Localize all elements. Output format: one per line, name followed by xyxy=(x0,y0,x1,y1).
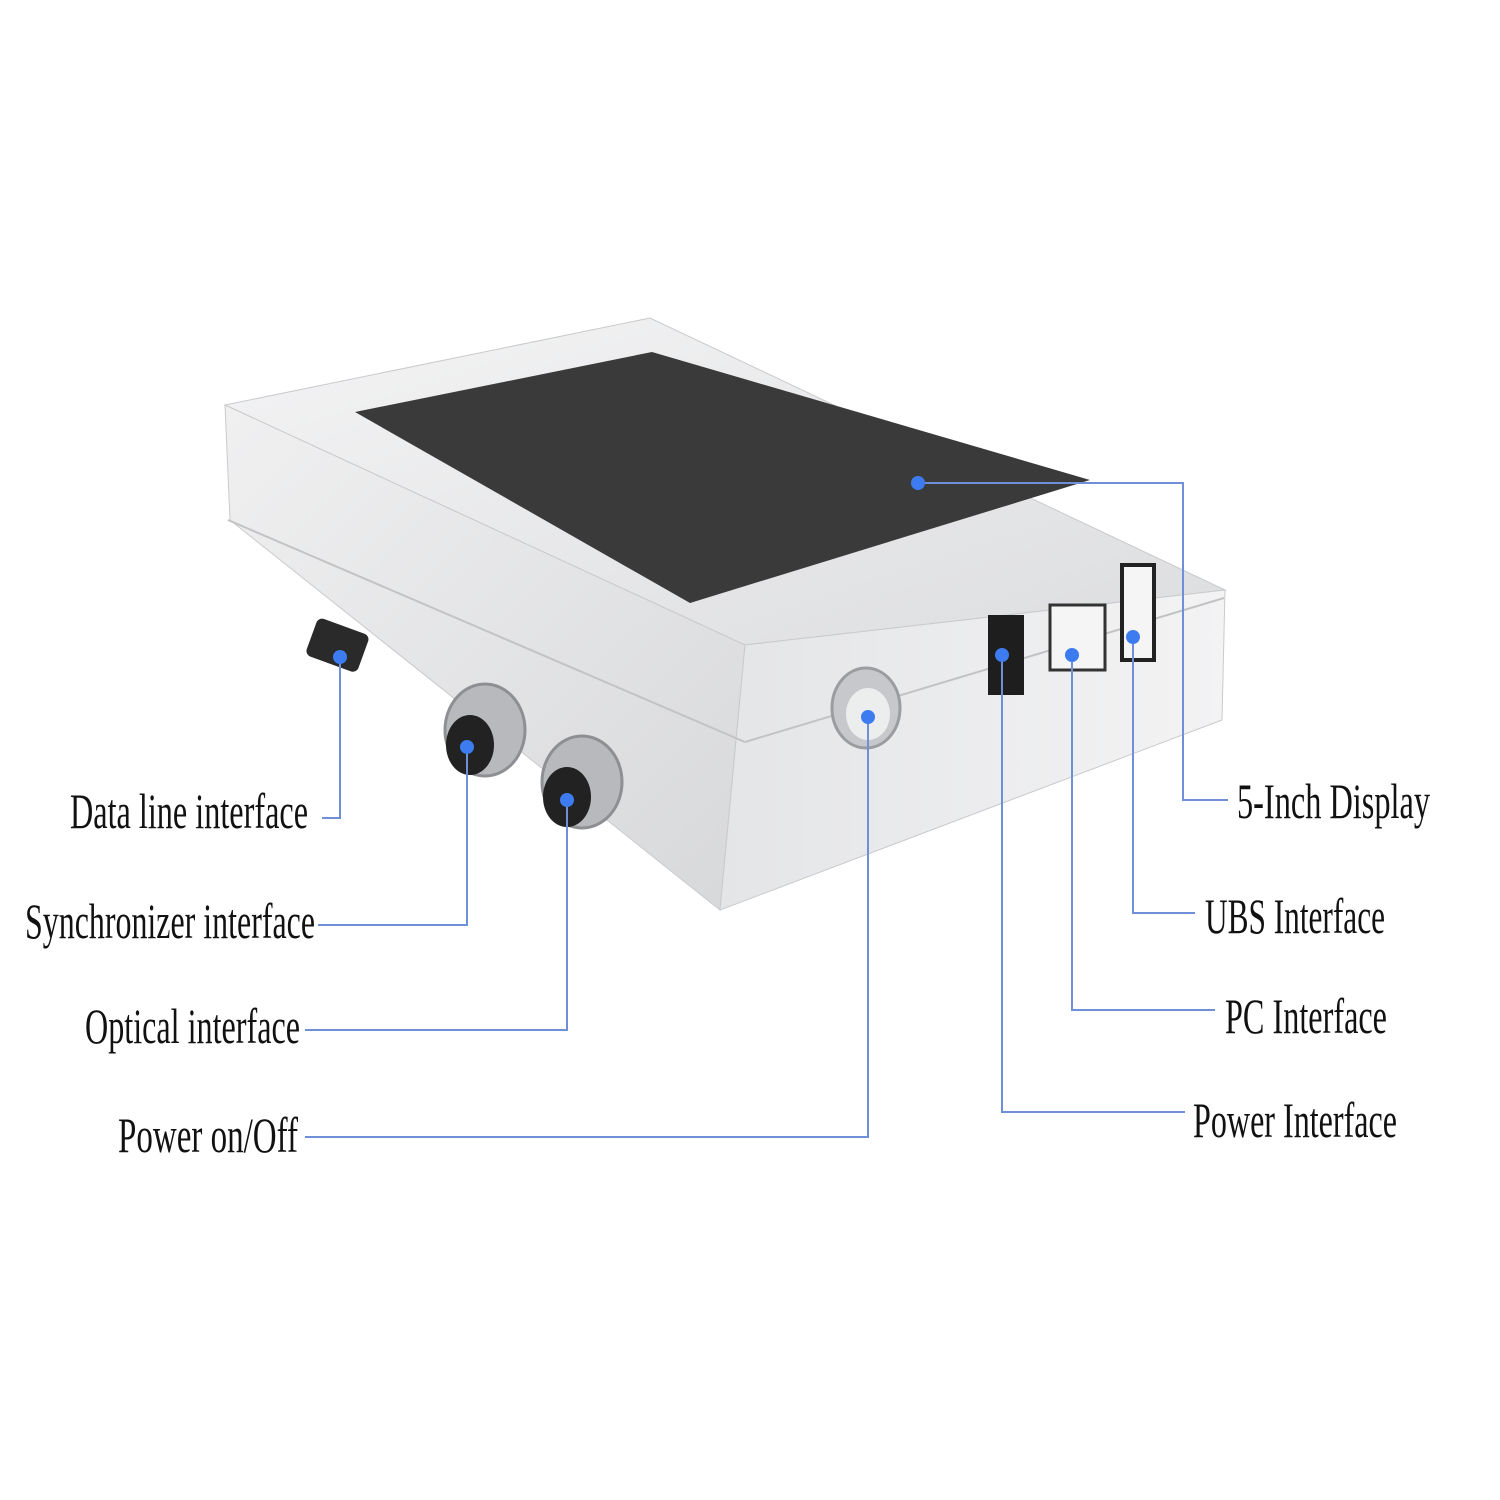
callout-data-line xyxy=(322,650,347,819)
callout-power-interface xyxy=(995,648,1185,1113)
power-button xyxy=(830,666,902,750)
callout-power-switch xyxy=(305,710,875,1138)
label-power-interface: Power Interface xyxy=(1193,1092,1397,1148)
label-power-switch: Power on/Off xyxy=(118,1107,298,1163)
label-usb: UBS Interface xyxy=(1205,888,1385,944)
device-body xyxy=(223,317,1227,911)
synchronizer-connector xyxy=(443,682,527,778)
label-data-line: Data line interface xyxy=(70,783,308,839)
label-display: 5-Inch Display xyxy=(1237,773,1430,829)
display-screen xyxy=(355,352,1090,603)
callout-pc xyxy=(1065,648,1215,1011)
label-synchronizer: Synchronizer interface xyxy=(25,893,315,949)
optical-connector xyxy=(540,734,624,830)
label-optical: Optical interface xyxy=(85,998,300,1054)
callout-usb xyxy=(1126,630,1195,914)
callout-display xyxy=(911,476,1228,801)
callout-synchronizer xyxy=(318,740,474,926)
usb-a-port xyxy=(1120,563,1156,662)
label-pc: PC Interface xyxy=(1225,988,1387,1044)
usb-b-port xyxy=(1048,603,1107,672)
hdmi-port xyxy=(306,618,369,672)
callout-optical xyxy=(305,793,574,1031)
